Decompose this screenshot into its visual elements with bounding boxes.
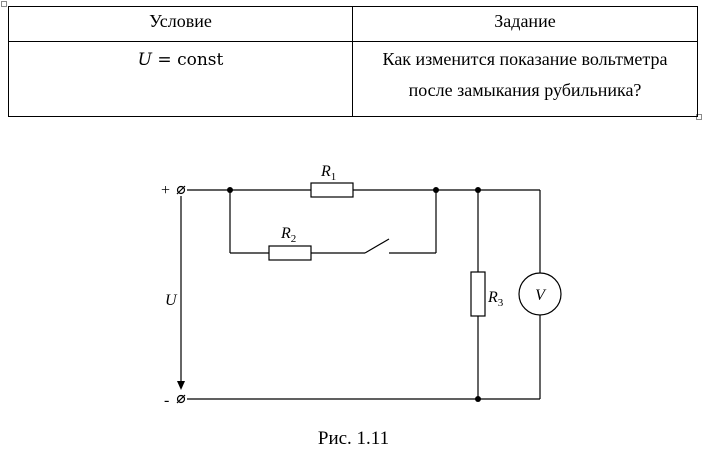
switch-blade xyxy=(364,238,390,254)
resistor-r3 xyxy=(470,271,486,317)
table-resize-handle[interactable] xyxy=(696,114,702,120)
task-table: Условие Задание U = const Как изменится … xyxy=(8,6,698,117)
condition-equals: = xyxy=(157,50,172,70)
junction-dot xyxy=(433,187,439,193)
minus-terminal-slash xyxy=(176,394,186,404)
resistor-r1 xyxy=(310,182,354,198)
label-r3: R3 xyxy=(487,289,504,309)
junction-dot xyxy=(227,187,233,193)
task-line-2: после замыкания рубильника? xyxy=(408,80,642,100)
table-header-row: Условие Задание xyxy=(8,6,698,42)
condition-variable: U xyxy=(137,50,152,70)
header-condition: Условие xyxy=(8,6,353,42)
label-r1: R1 xyxy=(320,163,336,183)
figure-caption: Рис. 1.11 xyxy=(317,428,390,449)
table-move-handle[interactable] xyxy=(1,1,7,7)
header-task: Задание xyxy=(352,6,698,42)
task-line-1: Как изменится показание вольтметра xyxy=(382,49,668,69)
label-plus: + xyxy=(161,182,170,199)
resistor-r2 xyxy=(268,245,312,261)
label-voltage: U xyxy=(165,292,178,309)
label-minus: - xyxy=(164,392,169,409)
junction-dot xyxy=(475,396,481,402)
label-r2: R2 xyxy=(280,225,296,245)
table-row: U = const Как изменится показание вольтм… xyxy=(8,41,698,117)
plus-terminal-slash xyxy=(176,185,186,195)
condition-formula: U = const xyxy=(138,50,224,70)
task-cell: Как изменится показание вольтметра после… xyxy=(352,41,698,117)
condition-value: const xyxy=(177,50,224,70)
junction-dot xyxy=(475,187,481,193)
condition-cell: U = const xyxy=(8,41,353,117)
label-voltmeter: V xyxy=(535,287,547,304)
voltage-arrow-head xyxy=(177,381,185,390)
